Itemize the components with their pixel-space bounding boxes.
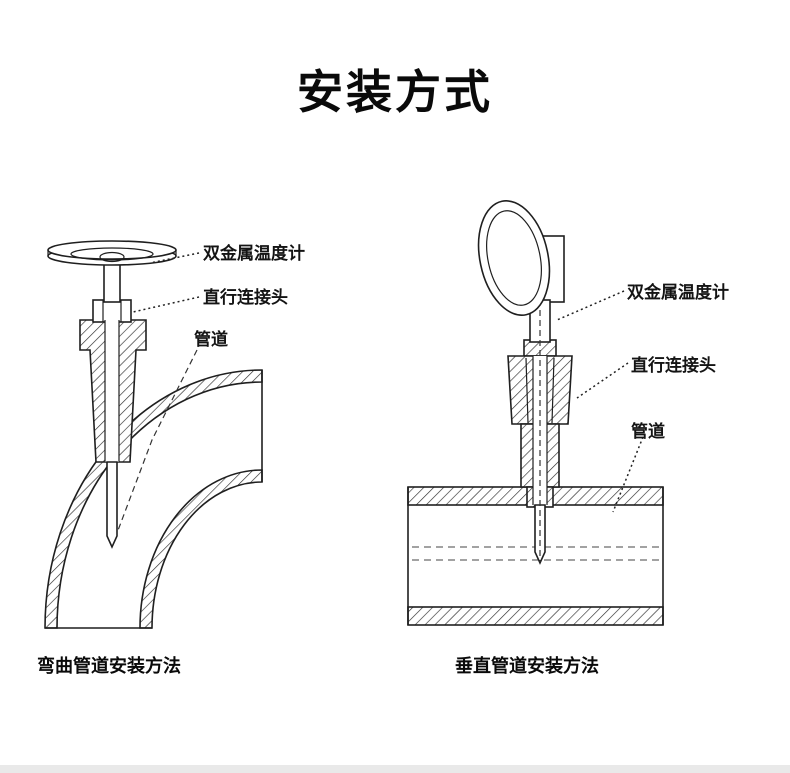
thermometer-right bbox=[477, 200, 565, 565]
thermometer-probe bbox=[104, 320, 120, 549]
elbow-pipe bbox=[44, 369, 263, 629]
straight-pipe-diagram: 双金属温度计 直行连接头 管道 垂直管道安装方法 bbox=[407, 200, 729, 677]
left-leader-lines bbox=[116, 252, 200, 534]
elbow-pipe-diagram: 双金属温度计 直行连接头 管道 弯曲管道安装方法 bbox=[37, 240, 305, 677]
hex-nut bbox=[92, 299, 132, 323]
label-thermometer-right: 双金属温度计 bbox=[627, 282, 729, 303]
right-leader-lines bbox=[556, 290, 644, 513]
label-pipe-left: 管道 bbox=[194, 329, 228, 350]
label-pipe-right: 管道 bbox=[631, 421, 665, 442]
label-thermometer-left: 双金属温度计 bbox=[203, 243, 305, 264]
bimetal-thermometer-dial bbox=[47, 240, 177, 303]
caption-left: 弯曲管道安装方法 bbox=[37, 655, 181, 677]
label-connector-right: 直行连接头 bbox=[631, 355, 716, 376]
label-connector-left: 直行连接头 bbox=[203, 287, 288, 308]
page-title: 安装方式 bbox=[297, 65, 493, 119]
bottom-divider bbox=[0, 765, 790, 773]
caption-right: 垂直管道安装方法 bbox=[455, 655, 599, 677]
bimetal-thermometer-dial-right bbox=[477, 200, 551, 316]
